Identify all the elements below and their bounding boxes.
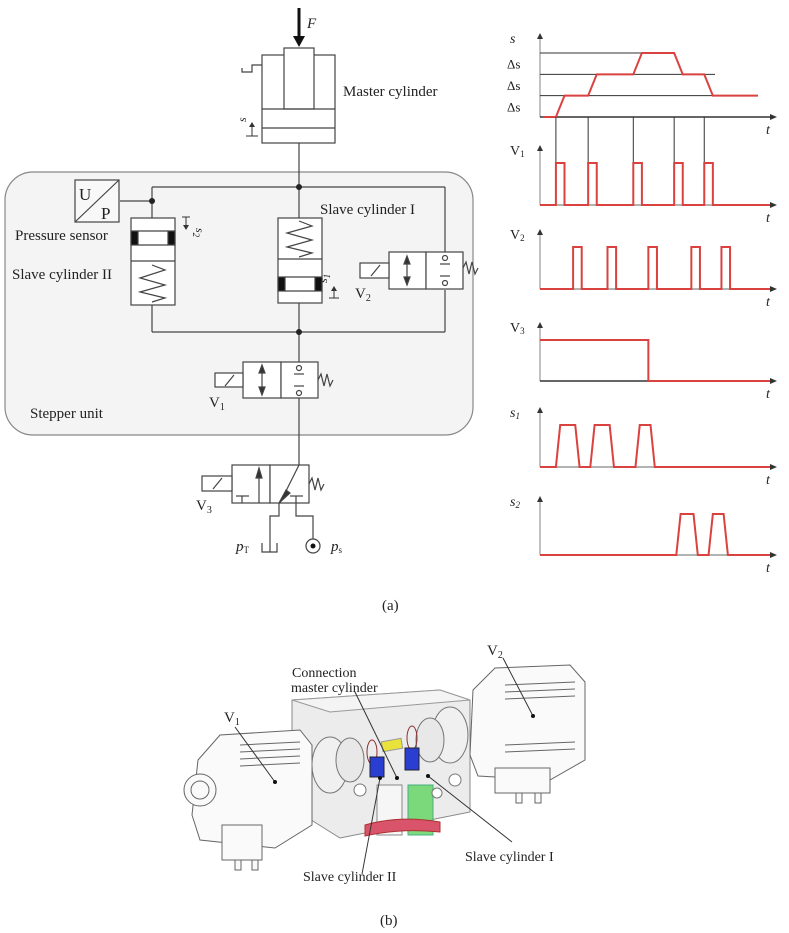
xlabel-s1: t xyxy=(766,473,771,488)
y-axis-arrow-icon xyxy=(537,496,543,502)
svg-text:s: s xyxy=(235,117,249,122)
slave-cylinder-2-model-label: Slave cylinder II xyxy=(303,870,397,885)
pressure-sensor-P: P xyxy=(101,204,110,223)
model-v1-label: V1 xyxy=(224,710,240,728)
slave-cylinder-2 xyxy=(130,217,176,306)
svg-text:s1: s1 xyxy=(316,274,332,283)
y-axis-arrow-icon xyxy=(537,407,543,413)
master-stroke-indicator: s xyxy=(235,117,258,137)
connection-label-line2: master cylinder xyxy=(291,681,378,696)
y-axis-arrow-icon xyxy=(537,33,543,39)
junction-dot xyxy=(296,184,302,190)
leader-dot xyxy=(395,776,399,780)
y-axis-arrow-icon xyxy=(537,145,543,151)
xlabel-s: t xyxy=(766,123,771,138)
series-V2-signal xyxy=(540,246,770,290)
valve-v2 xyxy=(359,251,479,290)
valve-v1-label: V1 xyxy=(209,395,225,413)
ylabel-V3: V3 xyxy=(510,321,525,336)
valve-block-3d-model xyxy=(183,664,586,871)
force-label: F xyxy=(306,16,317,32)
pressure-sensor-icon xyxy=(74,179,120,223)
valve-v3 xyxy=(201,464,325,554)
ylabel-V2: V2 xyxy=(510,228,525,243)
valve-v1 xyxy=(214,361,334,399)
valve-v2-label: V2 xyxy=(355,286,371,304)
blue-part-left xyxy=(369,756,385,778)
leader-dot xyxy=(426,774,430,778)
series-s-displacement xyxy=(543,52,758,118)
slave-cylinder-2-label: Slave cylinder II xyxy=(12,267,112,283)
s1-stroke-indicator: s1 xyxy=(316,274,339,299)
x-axis-arrow-icon xyxy=(770,114,777,120)
ylabel-s2: s2 xyxy=(510,495,520,510)
pressure-sensor-label: Pressure sensor xyxy=(15,228,108,244)
y-axis-arrow-icon xyxy=(537,229,543,235)
model-v2-label: V2 xyxy=(487,643,503,661)
y-tick-label: Δs xyxy=(507,78,520,93)
slave-cylinder-1-label: Slave cylinder I xyxy=(320,202,415,218)
master-cylinder xyxy=(241,47,336,144)
xlabel-V1: t xyxy=(766,211,771,226)
y-axis-arrow-icon xyxy=(537,322,543,328)
series-V3-signal xyxy=(540,339,770,382)
svg-text:s2: s2 xyxy=(191,228,207,238)
force-arrow-icon xyxy=(293,8,305,47)
blue-part-right xyxy=(404,747,420,771)
leader-dot xyxy=(531,714,535,718)
stepper-unit-label: Stepper unit xyxy=(30,406,104,422)
x-axis-arrow-icon xyxy=(770,202,777,208)
x-axis-arrow-icon xyxy=(770,552,777,558)
supply-source-icon xyxy=(310,543,316,549)
red-flange xyxy=(364,818,441,837)
xlabel-V2: t xyxy=(766,295,771,310)
ylabel-V1: V1 xyxy=(510,144,525,159)
junction-dot xyxy=(149,198,155,204)
slave-cylinder-1-model-label: Slave cylinder I xyxy=(465,850,554,865)
stepper-unit-panel xyxy=(4,171,474,436)
leader-dot xyxy=(378,776,382,780)
x-axis-arrow-icon xyxy=(770,286,777,292)
solenoid-v1 xyxy=(183,729,313,871)
master-cylinder-label: Master cylinder xyxy=(343,84,438,100)
caption-b: (b) xyxy=(380,913,398,929)
x-axis-arrow-icon xyxy=(770,464,777,470)
leader-lines xyxy=(234,657,534,875)
ylabel-s1: s1 xyxy=(510,406,520,421)
tank-pressure-label: pT xyxy=(235,539,250,555)
ylabel-s: s xyxy=(510,32,516,47)
connection-label-line1: Connection xyxy=(292,666,357,681)
s2-stroke-indicator: s2 xyxy=(182,216,207,238)
caption-a: (a) xyxy=(382,598,399,614)
xlabel-V3: t xyxy=(766,387,771,402)
series-V1-signal xyxy=(540,162,770,206)
series-s1-stroke xyxy=(540,424,770,468)
y-tick-label: Δs xyxy=(507,57,520,72)
junction-dot xyxy=(296,329,302,335)
xlabel-s2: t xyxy=(766,561,771,576)
slave-cylinder-1 xyxy=(277,217,323,304)
valve-v3-label: V3 xyxy=(196,498,212,516)
y-tick-label: Δs xyxy=(507,99,520,114)
supply-pressure-label: ps xyxy=(330,539,343,555)
series-s2-stroke xyxy=(540,513,770,556)
solenoid-v2 xyxy=(469,664,586,804)
leader-dot xyxy=(273,780,277,784)
pressure-sensor-U: U xyxy=(79,185,91,204)
x-axis-arrow-icon xyxy=(770,378,777,384)
